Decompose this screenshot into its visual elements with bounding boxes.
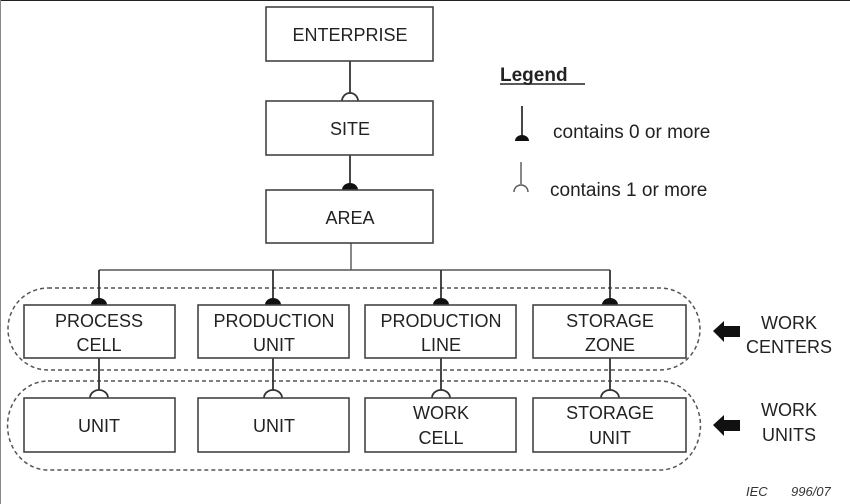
legend-title: Legend [500, 65, 568, 86]
work-center-node: STORAGE ZONE [532, 304, 687, 359]
work-center-label-line2: CELL [76, 335, 121, 355]
filled-semicircle-connector-icon [91, 298, 107, 305]
work-unit-label-line2: CELL [418, 428, 463, 448]
filled-semicircle-connector-icon [602, 298, 618, 305]
enterprise-node: ENTERPRISE [265, 6, 434, 62]
work-center-label-line1: PRODUCTION [214, 311, 335, 331]
area-node: AREA [265, 189, 434, 244]
filled-semicircle-connector-icon [515, 135, 529, 141]
frame-left-border [0, 0, 1, 504]
open-arc-connector-icon [89, 389, 109, 399]
work-center-label-line2: UNIT [253, 335, 295, 355]
frame-top-border [0, 0, 850, 1]
figure-credit: IEC 996/07 [746, 484, 832, 499]
work-center-node: PRODUCTION UNIT [197, 304, 350, 359]
legend-item-label: contains 1 or more [550, 180, 707, 201]
work-unit-node: UNIT [197, 397, 350, 453]
work-centers-label-line2: CENTERS [746, 337, 832, 357]
work-unit-node: STORAGE UNIT [532, 397, 687, 453]
area-label: AREA [325, 208, 374, 228]
work-center-node: PROCESS CELL [23, 304, 176, 359]
left-arrow-icon [713, 321, 740, 342]
credit-org: IEC [746, 484, 768, 499]
open-arc-connector-icon [431, 389, 451, 399]
filled-semicircle-connector-icon [342, 183, 358, 190]
legend: Legend contains 0 or more contains 1 or … [500, 65, 710, 201]
work-unit-node: UNIT [23, 397, 176, 453]
enterprise-label: ENTERPRISE [292, 25, 407, 45]
work-center-label-line2: ZONE [585, 335, 635, 355]
site-node: SITE [265, 100, 434, 156]
work-center-label-line1: PRODUCTION [381, 311, 502, 331]
work-centers-group-outline [7, 287, 701, 371]
work-units-label-line2: UNITS [762, 425, 816, 445]
work-unit-label-line1: STORAGE [566, 403, 654, 423]
open-arc-connector-icon [263, 389, 283, 399]
filled-semicircle-connector-icon [265, 298, 281, 305]
work-unit-label-line2: UNIT [589, 428, 631, 448]
work-units-annotation: WORK UNITS [713, 400, 817, 445]
work-units-label-line1: WORK [761, 400, 817, 420]
work-unit-label-line1: WORK [413, 403, 469, 423]
work-unit-node: WORK CELL [364, 397, 517, 453]
site-label: SITE [330, 119, 370, 139]
work-unit-label-line1: UNIT [78, 416, 120, 436]
open-arc-connector-icon [600, 389, 620, 399]
open-arc-connector-icon [341, 92, 359, 102]
work-centers-annotation: WORK CENTERS [713, 313, 832, 357]
work-center-label-line1: STORAGE [566, 311, 654, 331]
left-arrow-icon [713, 415, 740, 436]
work-unit-label-line1: UNIT [253, 416, 295, 436]
work-center-label-line1: PROCESS [55, 311, 143, 331]
work-units-group-outline [6, 380, 702, 471]
work-centers-label-line1: WORK [761, 313, 817, 333]
work-center-label-line2: LINE [421, 335, 461, 355]
open-arc-connector-icon [513, 184, 529, 193]
credit-code: 996/07 [791, 484, 832, 499]
work-center-node: PRODUCTION LINE [364, 304, 517, 359]
legend-item-label: contains 0 or more [553, 122, 710, 143]
filled-semicircle-connector-icon [433, 298, 449, 305]
